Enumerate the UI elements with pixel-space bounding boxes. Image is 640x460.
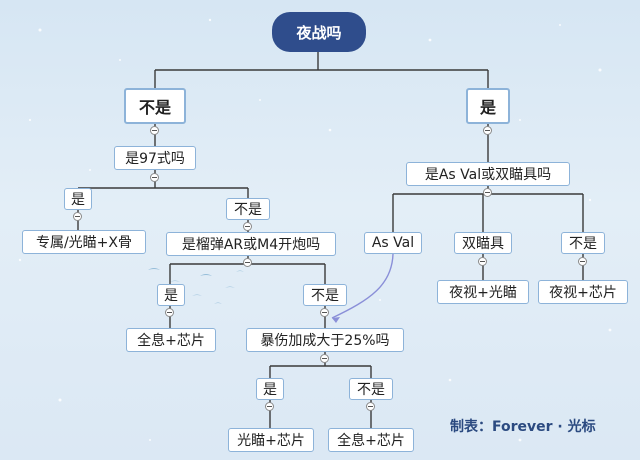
node-g-no: 不是 — [303, 284, 347, 306]
collapse-toggle-icon[interactable] — [243, 258, 252, 267]
node-g-yes: 是 — [157, 284, 185, 306]
collapse-toggle-icon[interactable] — [578, 257, 587, 266]
credit-text: 制表：Forever · 光标 — [450, 419, 596, 435]
leaf-crit-no: 全息+芯片 — [328, 428, 414, 452]
collapse-toggle-icon[interactable] — [165, 308, 174, 317]
node-dual: 双瞄具 — [454, 232, 512, 254]
node-q-asval: 是As Val或双瞄具吗 — [406, 162, 570, 186]
collapse-toggle-icon[interactable] — [366, 402, 375, 411]
node-yes: 是 — [466, 88, 510, 124]
collapse-toggle-icon[interactable] — [150, 173, 159, 182]
collapse-toggle-icon[interactable] — [483, 126, 492, 135]
collapse-toggle-icon[interactable] — [320, 308, 329, 317]
leaf-g-yes: 全息+芯片 — [126, 328, 216, 352]
collapse-toggle-icon[interactable] — [478, 257, 487, 266]
leaf-crit-yes: 光瞄+芯片 — [228, 428, 314, 452]
collapse-toggle-icon[interactable] — [265, 402, 274, 411]
node-q97-yes: 是 — [64, 188, 92, 210]
node-crit-yes: 是 — [256, 378, 284, 400]
asval-arrowhead — [332, 317, 340, 323]
node-crit-no: 不是 — [349, 378, 393, 400]
node-other: 不是 — [561, 232, 605, 254]
node-q97: 是97式吗 — [114, 146, 196, 170]
node-asval: As Val — [364, 232, 422, 254]
collapse-toggle-icon[interactable] — [243, 222, 252, 231]
node-q97-no: 不是 — [226, 198, 270, 220]
leaf-97: 专属/光瞄+X骨 — [22, 230, 146, 254]
node-no: 不是 — [124, 88, 186, 124]
collapse-toggle-icon[interactable] — [150, 126, 159, 135]
leaf-dual: 夜视+光瞄 — [437, 280, 529, 304]
leaf-other: 夜视+芯片 — [538, 280, 628, 304]
root-node: 夜战吗 — [272, 12, 366, 52]
node-q-crit: 暴伤加成大于25%吗 — [246, 328, 404, 352]
collapse-toggle-icon[interactable] — [73, 212, 82, 221]
asval-arrow — [331, 253, 394, 319]
collapse-toggle-icon[interactable] — [320, 354, 329, 363]
collapse-toggle-icon[interactable] — [483, 188, 492, 197]
node-q-grenade: 是榴弹AR或M4开炮吗 — [166, 232, 336, 256]
